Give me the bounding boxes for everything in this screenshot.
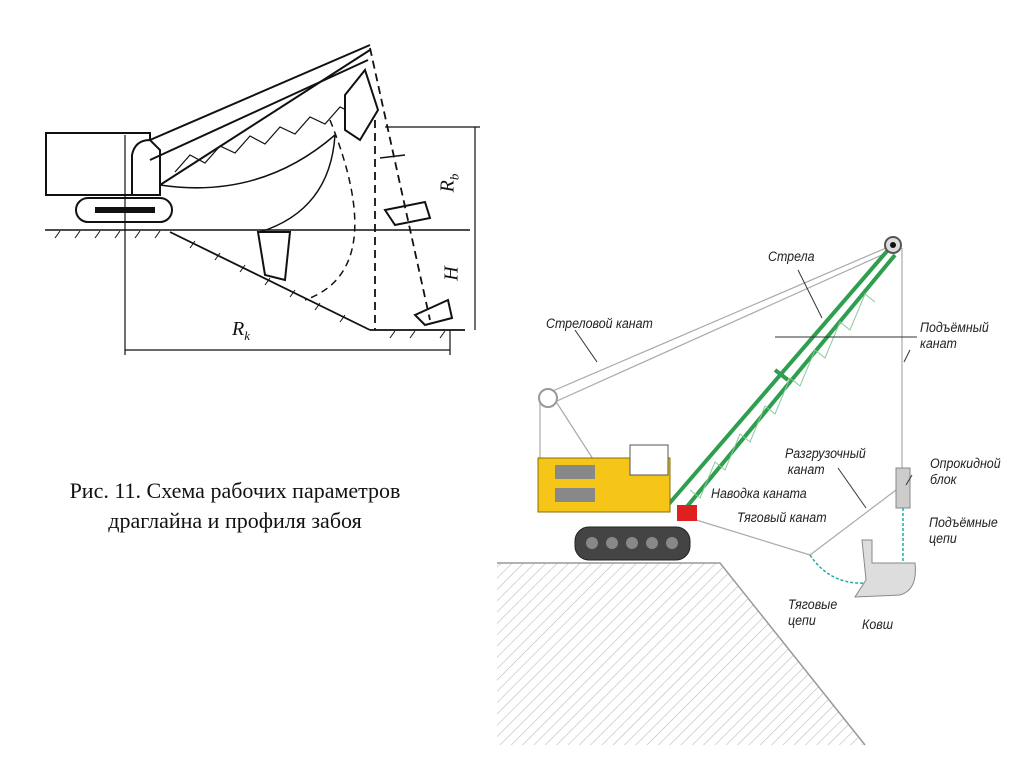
bucket xyxy=(854,539,916,598)
dim-rb: Rb xyxy=(436,174,462,193)
dim-rk: Rk xyxy=(232,318,250,344)
bucket-mid xyxy=(383,200,432,227)
schematic-drawing xyxy=(45,44,480,355)
ground-hatching xyxy=(54,230,446,339)
label-hoist-rope-2: канат xyxy=(920,336,957,351)
label-bucket: Ковш xyxy=(862,617,894,632)
label-drag-chains-2: цепи xyxy=(788,613,816,628)
caption-line-2: драглайна и профиля забоя xyxy=(108,508,362,533)
drag-chain xyxy=(809,554,867,584)
label-dump-rope-2: канат xyxy=(787,462,825,477)
bucket-slope xyxy=(256,231,292,282)
a-frame-sheave xyxy=(538,388,558,408)
slope-line xyxy=(169,231,371,331)
dim-rb-sub: b xyxy=(446,173,462,181)
boom-lattice xyxy=(149,44,371,186)
label-hoist-chains-1: Подъёмные xyxy=(929,515,998,530)
label-boom: Стрела xyxy=(768,249,815,264)
label-dump-block-2: блок xyxy=(930,472,957,487)
boom-rope xyxy=(547,244,894,394)
label-fairlead: Наводка каната xyxy=(711,486,807,501)
dump-rope xyxy=(809,486,901,556)
caption-line-1: Рис. 11. Схема рабочих параметров xyxy=(69,478,401,503)
label-drag-chains-1: Тяговые xyxy=(788,597,838,612)
dim-h: H xyxy=(440,266,463,281)
boom xyxy=(666,248,897,517)
dim-rk-label: R xyxy=(232,318,245,340)
bucket-top xyxy=(344,67,380,142)
crane-cab xyxy=(131,138,161,196)
drag-rope xyxy=(679,514,811,556)
label-dump-block-1: Опрокидной xyxy=(930,456,1001,471)
label-hoist-rope-1: Подъёмный xyxy=(920,320,989,335)
digging-arc xyxy=(159,133,336,233)
dim-rb-label: R xyxy=(436,180,459,193)
dim-rk-sub: k xyxy=(244,328,250,343)
bucket-bottom xyxy=(413,298,454,327)
dragline-illustration xyxy=(497,236,917,746)
figure-caption: Рис. 11. Схема рабочих параметров драгла… xyxy=(0,476,470,536)
fairlead-bracket xyxy=(677,505,697,521)
label-dump-rope-1: Разгрузочный xyxy=(785,446,866,461)
label-hoist-chains-2: цепи xyxy=(929,531,957,546)
dump-block xyxy=(895,467,911,509)
leader-lines xyxy=(574,269,917,509)
label-drag-rope: Тяговый канат xyxy=(737,510,827,525)
label-boom-rope: Стреловой канат xyxy=(546,316,653,331)
ground-profile xyxy=(497,563,865,745)
